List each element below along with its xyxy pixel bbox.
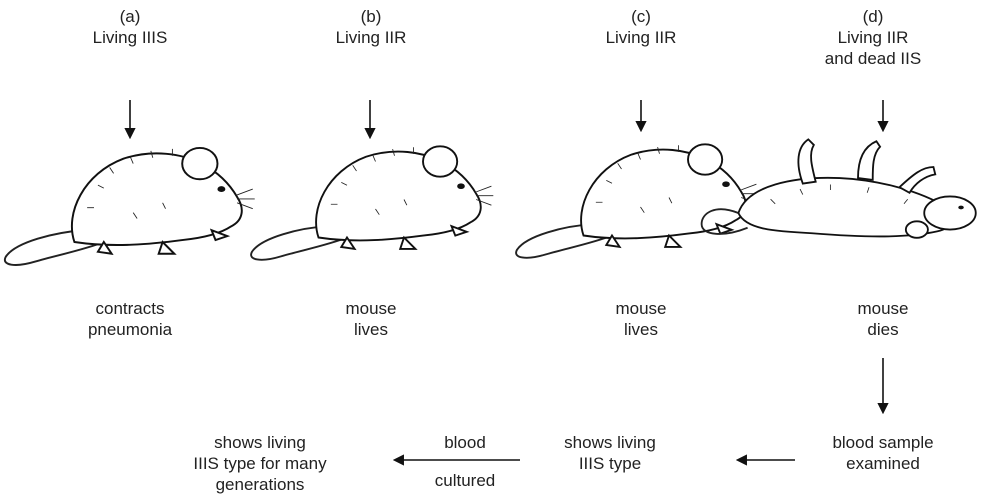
mouse-a-illustration [5,148,255,265]
mouse-b-illustration [251,146,493,259]
mouse-d-illustration [702,139,976,237]
mouse-c-illustration [516,144,758,257]
